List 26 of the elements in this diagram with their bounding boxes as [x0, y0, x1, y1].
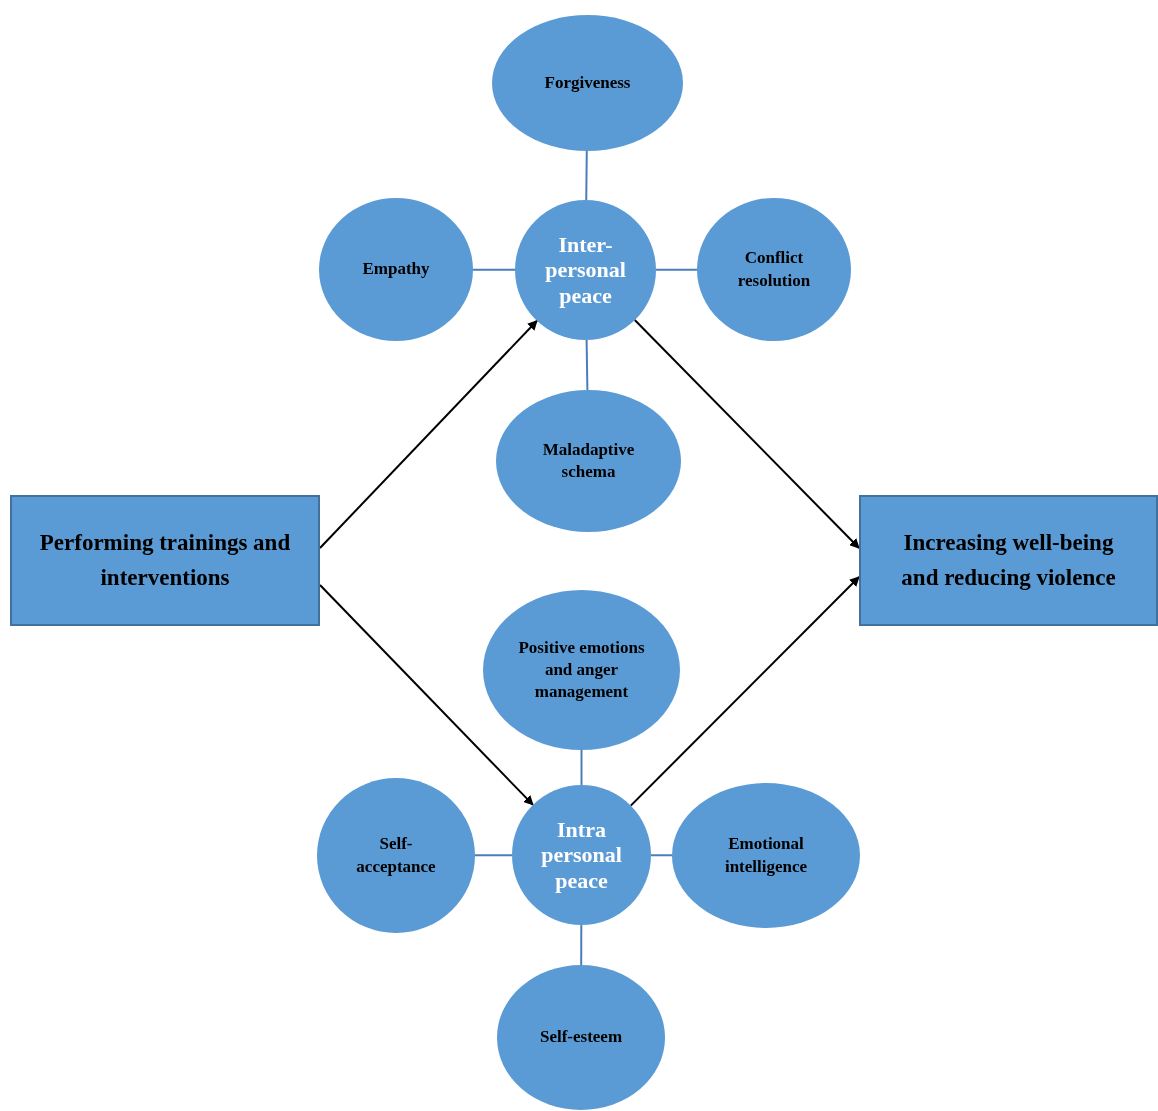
process-box	[10, 495, 320, 626]
node-label: Empathy	[362, 258, 430, 281]
connector-line	[580, 749, 583, 786]
node-label: Emotional intelligence	[723, 833, 809, 878]
node-label: Maladaptive schema	[541, 438, 636, 483]
connector-line	[650, 854, 673, 857]
connector-line	[580, 924, 583, 966]
node-label: Intra personal peace	[540, 817, 623, 893]
arrow	[319, 584, 534, 806]
node-label: Conflict resolution	[736, 247, 812, 292]
process-box	[859, 495, 1158, 626]
node-label: Inter- personal peace	[544, 232, 627, 308]
node-label: Self-esteem	[539, 1026, 623, 1049]
connector-line	[474, 854, 513, 857]
arrow	[629, 576, 860, 807]
connector-line	[585, 339, 589, 391]
connector-line	[472, 268, 516, 271]
node-label: Self- acceptance	[355, 833, 437, 878]
connector-line	[655, 268, 698, 271]
arrow	[633, 319, 860, 549]
node-label: Positive emotions and anger management	[517, 636, 646, 704]
arrow	[319, 319, 538, 549]
node-label: Forgiveness	[544, 71, 631, 94]
node-label: Increasing well-being and reducing violence	[900, 529, 1117, 592]
connector-line	[585, 150, 588, 201]
node-label: Performing trainings and interventions	[38, 529, 292, 592]
